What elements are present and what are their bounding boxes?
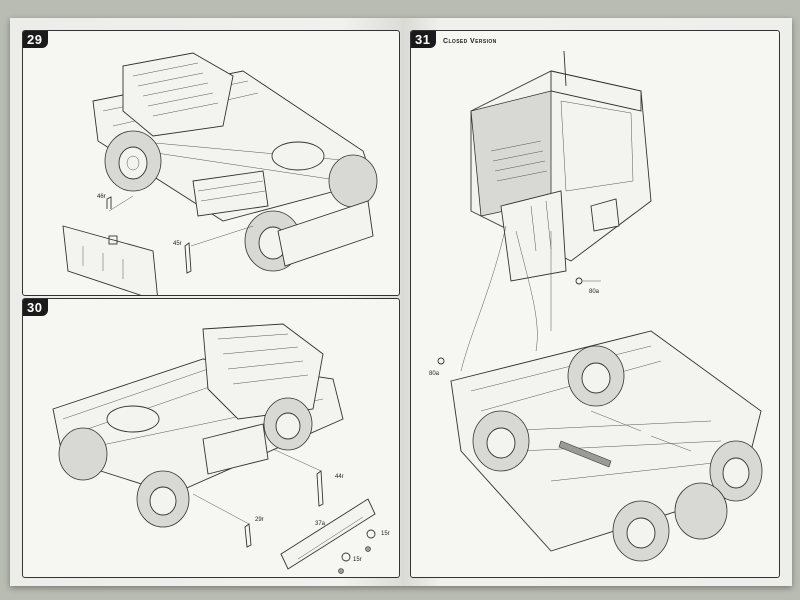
part-label: 80a [589, 289, 600, 295]
part-label: 15r [353, 557, 362, 563]
part-label: 80a [429, 371, 440, 377]
step-29-panel: 29 [22, 30, 400, 296]
step-30-panel: 30 [22, 298, 400, 578]
step-number: 30 [23, 299, 49, 316]
chassis-illustration-step-30 [52, 323, 376, 574]
step-caption: Closed Version [443, 38, 497, 45]
instruction-booklet: 29 [10, 18, 792, 586]
part-label: 15r [381, 531, 390, 537]
step-number: 29 [23, 31, 49, 48]
chassis-illustration-step-29 [62, 52, 378, 295]
step-number: 31 [411, 31, 437, 48]
cab-and-chassis-illustration [437, 50, 763, 562]
part-label: 46r [97, 194, 106, 200]
part-label: 29r [255, 517, 264, 523]
left-page: 29 [10, 18, 402, 586]
step-31-panel: 31 Closed Version [410, 30, 780, 578]
part-label: 44r [335, 474, 344, 480]
part-label: 37a [315, 521, 326, 527]
right-page: 31 Closed Version [402, 18, 792, 586]
part-label: 45r [173, 241, 182, 247]
